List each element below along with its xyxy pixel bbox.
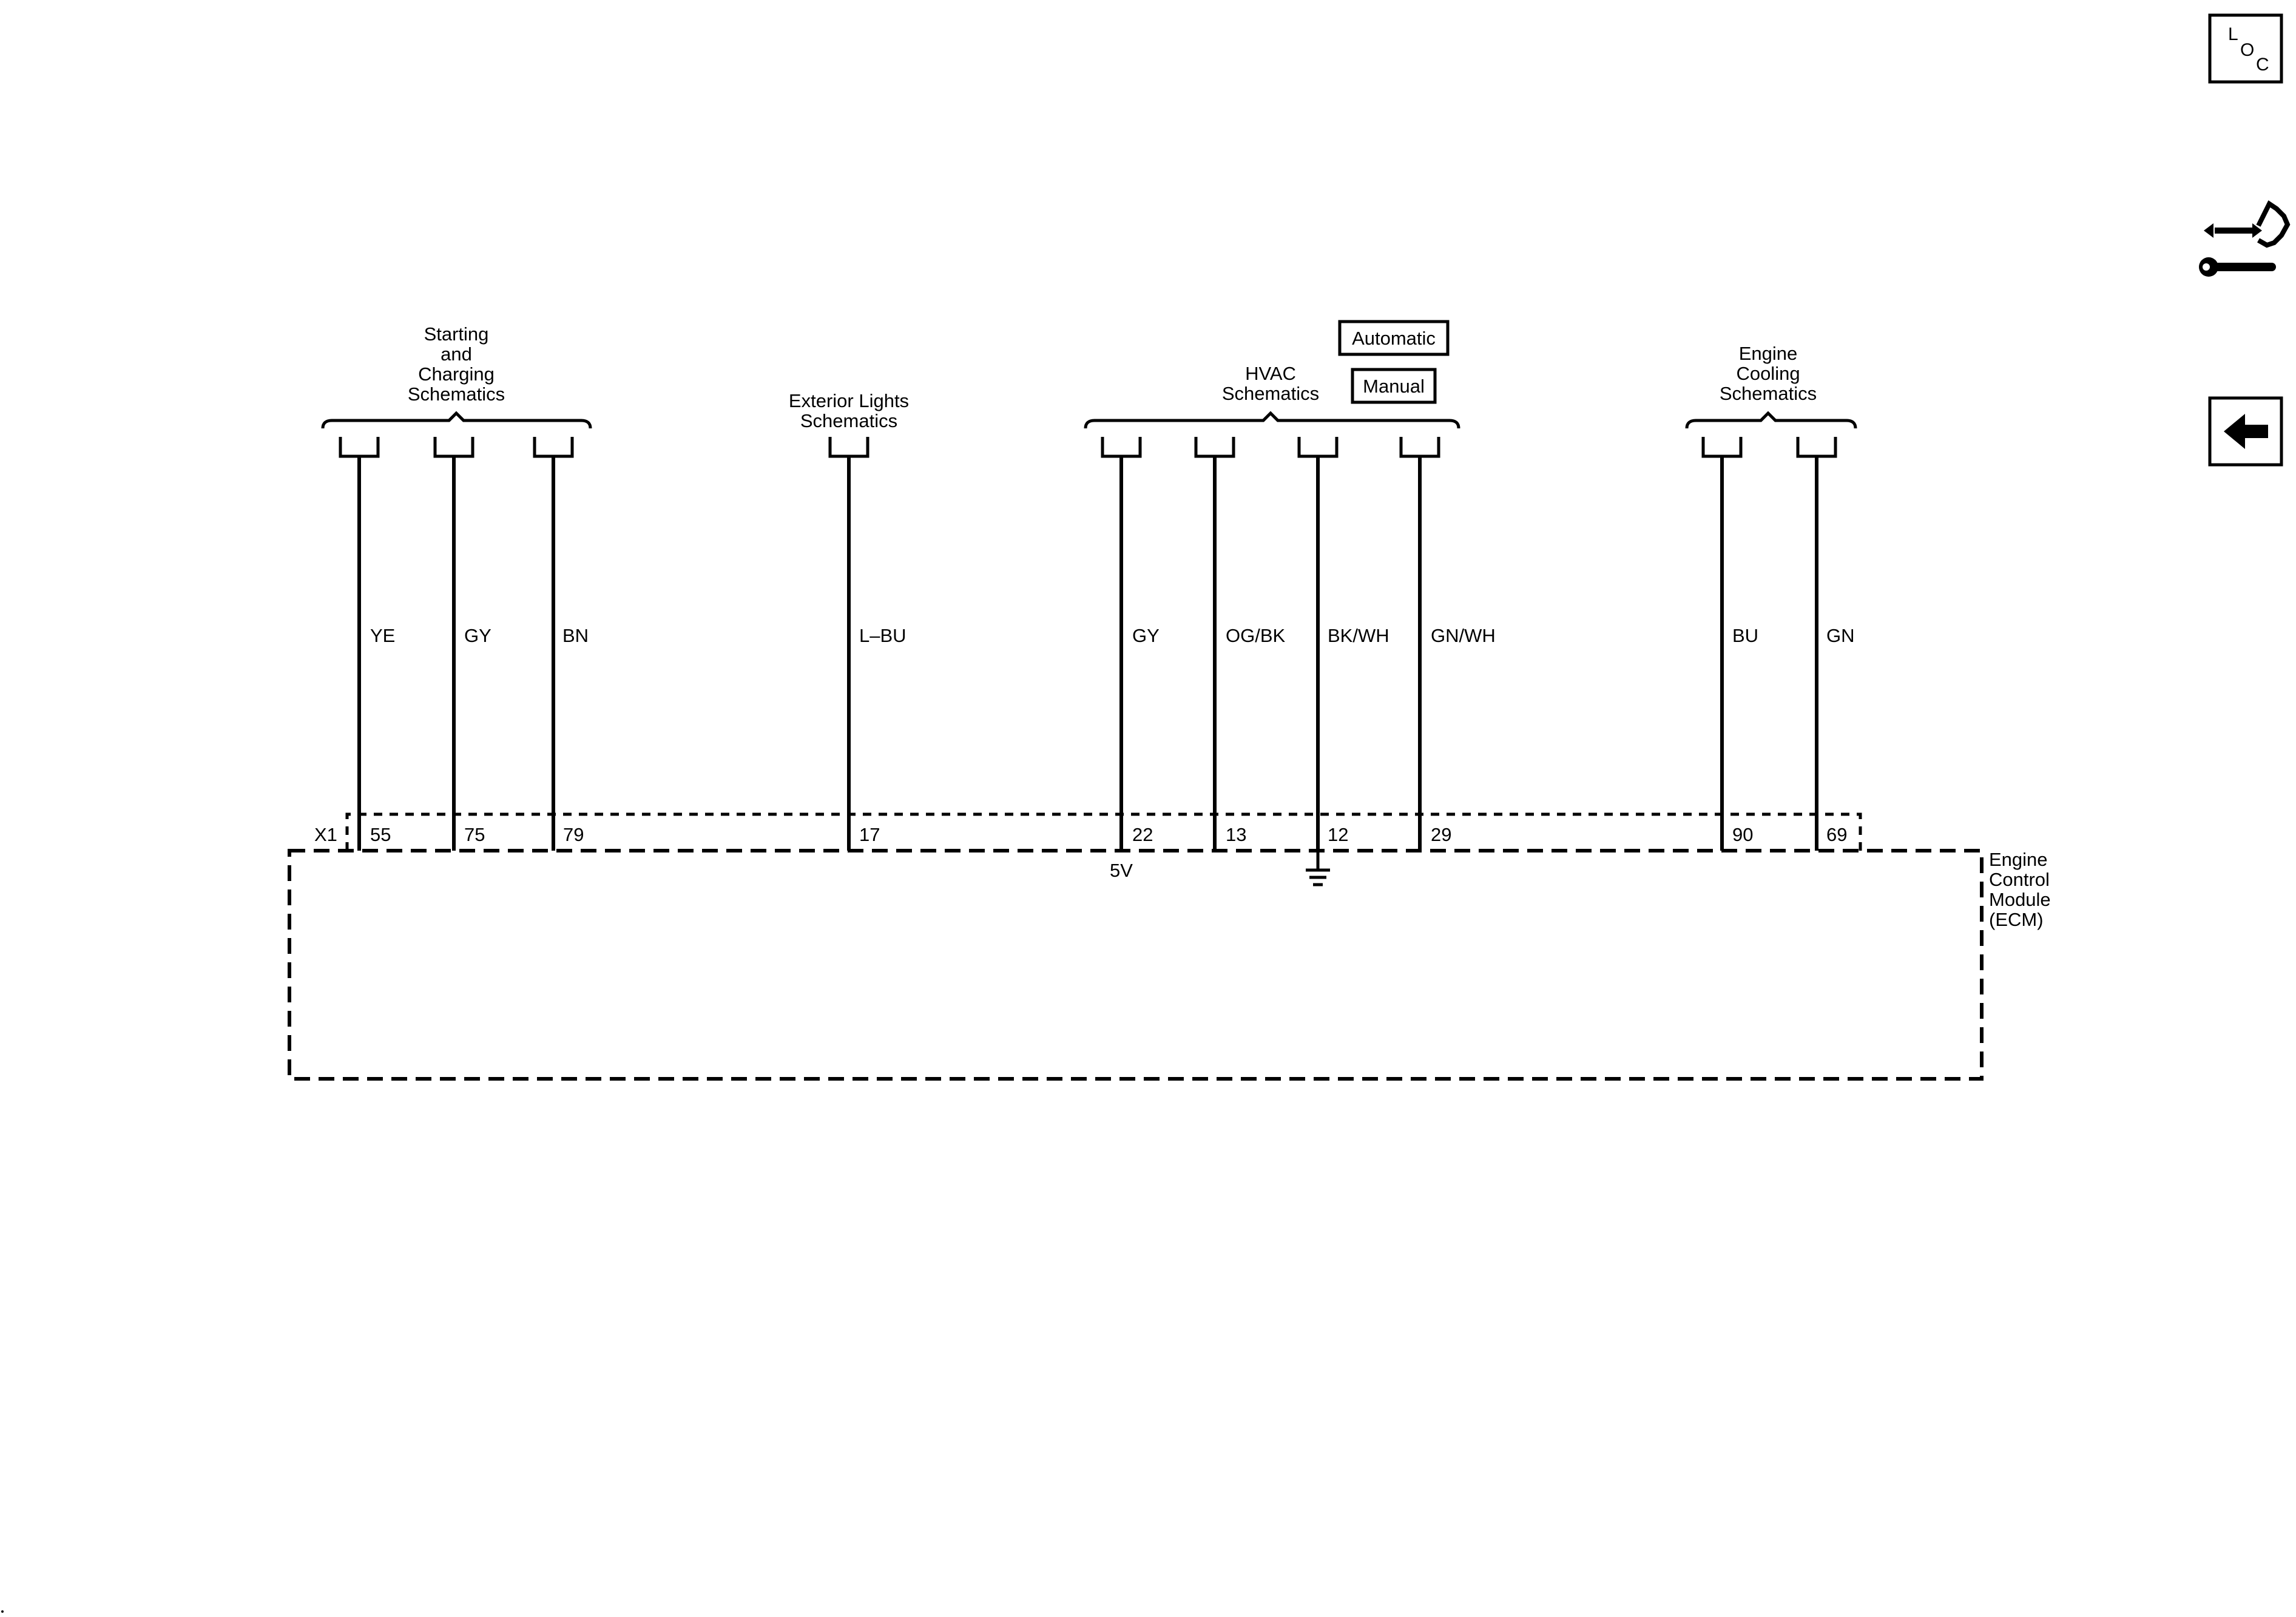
group-bracket	[1084, 411, 1460, 429]
terminal-connector	[339, 437, 380, 458]
module-name-line: Module	[1989, 889, 2051, 910]
terminal-connector	[1796, 437, 1837, 458]
terminal-connector	[1399, 437, 1440, 458]
pin-number: 12	[1328, 824, 1348, 845]
five-volt-label: 5V	[1110, 860, 1133, 881]
group-label-line: Schematics	[800, 410, 897, 431]
group-label-line: Cooling	[1736, 363, 1800, 384]
group-label-line: Exterior Lights	[789, 390, 909, 411]
group-label-line: Schematics	[1720, 383, 1817, 404]
wire-color-label: GY	[464, 625, 491, 646]
module-name-line: (ECM)	[1989, 909, 2044, 930]
wire-color-label: GN	[1826, 625, 1855, 646]
terminal-connector	[533, 437, 574, 458]
pin-number: 17	[859, 824, 880, 845]
pin-number: 75	[464, 824, 485, 845]
group-label-line: Engine	[1739, 343, 1798, 364]
connector-tools-button[interactable]	[2199, 200, 2291, 277]
pin-number: 29	[1431, 824, 1451, 845]
group-engine-cooling[interactable]: Engine Cooling Schematics	[1685, 343, 1857, 429]
pin-number: 55	[370, 824, 391, 845]
loc-letter: O	[2240, 40, 2254, 60]
pin-number: 79	[563, 824, 584, 845]
option-manual-box[interactable]: Manual	[1351, 368, 1437, 404]
loc-icon	[2208, 13, 2283, 84]
group-label-line: and	[441, 343, 472, 365]
loc-letter: L	[2228, 24, 2238, 44]
wire-color-label: YE	[370, 625, 395, 646]
module-name-line: Engine	[1989, 849, 2048, 870]
terminal-connector	[1101, 437, 1142, 458]
back-button[interactable]	[2208, 396, 2283, 467]
pin-numbers: 55 75 79 17 22 13 12 29 90 69	[370, 824, 1847, 845]
wire-color-label: GN/WH	[1431, 625, 1496, 646]
group-exterior-lights[interactable]: Exterior Lights Schematics	[789, 390, 909, 431]
option-automatic-box[interactable]: Automatic	[1338, 320, 1450, 356]
pin-number: 22	[1132, 824, 1153, 845]
pin-number: 69	[1826, 824, 1847, 845]
loc-button[interactable]: L O C	[2208, 13, 2283, 84]
terminal-connector	[1194, 437, 1235, 458]
group-label-line: Schematics	[408, 383, 505, 405]
connector-x1[interactable]: X1	[314, 812, 1862, 851]
option-automatic-label: Automatic	[1352, 328, 1436, 349]
group-hvac[interactable]: HVAC Schematics	[1084, 363, 1460, 429]
ground-icon	[1306, 851, 1330, 886]
module-name-line: Control	[1989, 869, 2050, 890]
connector-tools-icon	[2199, 200, 2291, 277]
terminal-connector	[828, 437, 869, 458]
connector-label: X1	[314, 824, 337, 845]
pin-number: 90	[1732, 824, 1753, 845]
wire-color-label: BK/WH	[1328, 625, 1389, 646]
terminal-connector	[1701, 437, 1743, 458]
terminal-connector	[433, 437, 474, 458]
back-arrow-icon	[2224, 414, 2268, 449]
ecm-module[interactable]: Engine Control Module (ECM)	[288, 849, 2051, 1081]
connector-x1-outline	[345, 812, 1862, 851]
terminal-connectors	[339, 437, 1837, 458]
wire-color-label: BN	[562, 625, 589, 646]
ecm-module-outline	[288, 849, 1984, 1081]
terminal-connector	[1297, 437, 1339, 458]
group-label-line: HVAC	[1245, 363, 1296, 384]
wires	[357, 456, 1818, 851]
wire-color-label: OG/BK	[1226, 625, 1286, 646]
pin-number: 13	[1226, 824, 1246, 845]
wire-color-label: BU	[1732, 625, 1758, 646]
group-bracket	[321, 411, 592, 429]
group-label-line: Charging	[418, 363, 495, 385]
group-bracket	[1685, 411, 1857, 429]
loc-letter: C	[2256, 55, 2269, 75]
wire-color-label: GY	[1132, 625, 1160, 646]
group-label-line: Schematics	[1222, 383, 1319, 404]
group-starting-charging[interactable]: Starting and Charging Schematics	[321, 323, 592, 429]
wire-color-label: L–BU	[859, 625, 907, 646]
corner-mark	[1, 1610, 4, 1613]
wire-color-labels: YE GY BN L–BU GY OG/BK BK/WH GN/WH BU GN	[370, 625, 1855, 646]
group-label-line: Starting	[424, 323, 489, 345]
option-manual-label: Manual	[1363, 376, 1425, 397]
